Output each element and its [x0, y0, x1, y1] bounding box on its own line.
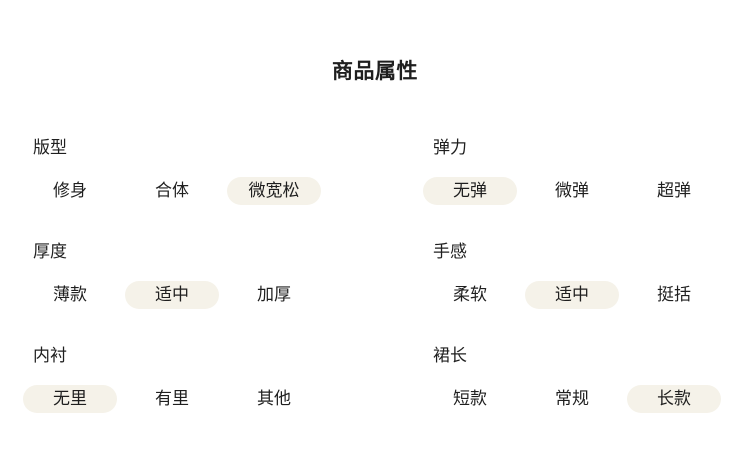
- attribute-group-label: 手感: [433, 242, 467, 261]
- attribute-group: 版型 修身合体微宽松: [23, 138, 423, 205]
- attribute-options-row: 无弹微弹超弹: [423, 177, 725, 205]
- attribute-option[interactable]: 微宽松: [227, 177, 321, 205]
- page-title: 商品属性: [332, 60, 418, 83]
- attribute-option[interactable]: 其他: [227, 385, 321, 413]
- attribute-option[interactable]: 短款: [423, 385, 517, 413]
- attribute-group: 厚度 薄款适中加厚: [23, 242, 423, 309]
- attribute-option[interactable]: 薄款: [23, 281, 117, 309]
- attribute-option[interactable]: 常规: [525, 385, 619, 413]
- attribute-option[interactable]: 适中: [125, 281, 219, 309]
- attribute-option[interactable]: 柔软: [423, 281, 517, 309]
- attribute-option[interactable]: 合体: [125, 177, 219, 205]
- attribute-option[interactable]: 有里: [125, 385, 219, 413]
- attribute-groups: 版型 修身合体微宽松 弹力 无弹微弹超弹 厚度 薄款适中加厚 手感 柔软适中挺括…: [0, 138, 750, 413]
- attribute-group-label: 版型: [33, 138, 67, 157]
- attribute-group-label: 弹力: [433, 138, 467, 157]
- attribute-group-label: 厚度: [33, 242, 67, 261]
- attribute-group-label: 内衬: [33, 346, 67, 365]
- attribute-options-row: 柔软适中挺括: [423, 281, 725, 309]
- attribute-group-label: 裙长: [433, 346, 467, 365]
- attribute-option[interactable]: 挺括: [627, 281, 721, 309]
- attribute-option[interactable]: 无弹: [423, 177, 517, 205]
- attribute-group: 手感 柔软适中挺括: [423, 242, 725, 309]
- attribute-option[interactable]: 微弹: [525, 177, 619, 205]
- attribute-option[interactable]: 超弹: [627, 177, 721, 205]
- attribute-option[interactable]: 长款: [627, 385, 721, 413]
- attribute-option[interactable]: 适中: [525, 281, 619, 309]
- attribute-group: 内衬 无里有里其他: [23, 346, 423, 413]
- attribute-options-row: 薄款适中加厚: [23, 281, 423, 309]
- attribute-option[interactable]: 加厚: [227, 281, 321, 309]
- attribute-group: 弹力 无弹微弹超弹: [423, 138, 725, 205]
- attribute-group: 裙长 短款常规长款: [423, 346, 725, 413]
- attribute-option[interactable]: 修身: [23, 177, 117, 205]
- attribute-option[interactable]: 无里: [23, 385, 117, 413]
- attribute-options-row: 修身合体微宽松: [23, 177, 423, 205]
- attribute-options-row: 短款常规长款: [423, 385, 725, 413]
- attribute-options-row: 无里有里其他: [23, 385, 423, 413]
